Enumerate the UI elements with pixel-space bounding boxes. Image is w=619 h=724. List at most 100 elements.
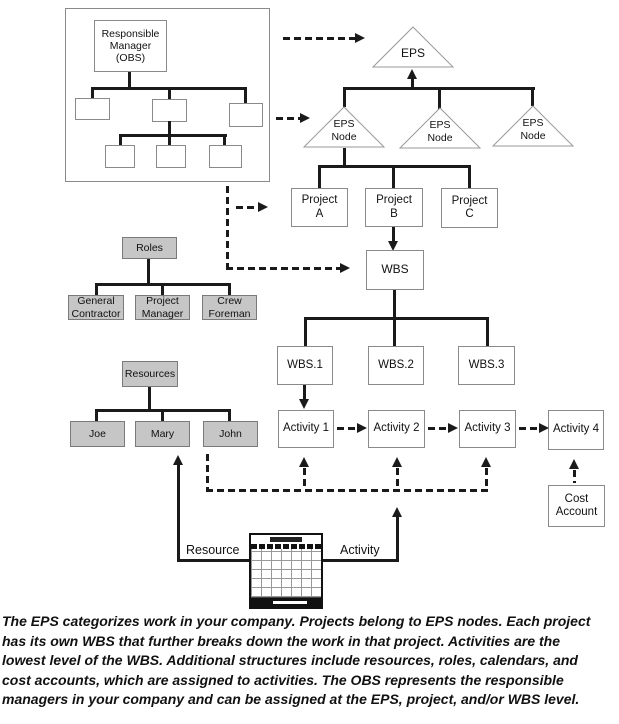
activity-2-box: Activity 2 — [368, 410, 425, 448]
obs-to-wbs-dashed-line — [226, 267, 340, 270]
calendar-grid — [251, 549, 321, 598]
arrowhead-up-icon — [299, 457, 309, 467]
project-manager-box: Project Manager — [135, 295, 190, 320]
obs-to-epsnode-dashed-line — [276, 117, 300, 120]
resource-flow-label: Resource — [186, 543, 240, 557]
eps-node-triangle — [491, 105, 575, 147]
activity-3-label: Activity 3 — [464, 422, 511, 435]
arrowhead-right-icon — [357, 423, 367, 433]
resource-mary-label: Mary — [150, 427, 175, 440]
arrowhead-down-icon — [299, 399, 309, 409]
roles-box: Roles — [122, 237, 177, 259]
cost-account-box: Cost Account — [548, 485, 605, 527]
obs-dashed-drop-line — [226, 186, 229, 270]
resource-john-box: John — [203, 421, 258, 447]
activity-flow-label: Activity — [340, 543, 380, 557]
wbs-box: WBS — [366, 250, 424, 290]
general-contractor-label: General Contractor — [71, 295, 121, 320]
obs-tree-line — [168, 121, 171, 135]
obs-node-box — [156, 145, 186, 168]
eps-node-triangle — [302, 106, 386, 148]
activity-4-label: Activity 4 — [552, 423, 599, 436]
wbs-tree-line — [486, 317, 489, 346]
wbs3-label: WBS.3 — [468, 358, 505, 371]
obs-tree-line — [244, 87, 247, 103]
project-a-label: Project A — [301, 194, 338, 220]
obs-to-project-dashed-line — [236, 206, 258, 209]
wbs-tree-line — [393, 317, 396, 346]
activity-sequence-dashed-line — [428, 427, 448, 430]
arrowhead-down-icon — [388, 241, 398, 251]
roles-tree-line — [95, 283, 98, 295]
activity-3-box: Activity 3 — [459, 410, 516, 448]
calendar-icon — [249, 533, 323, 609]
resource-assignment-dashed-line — [485, 468, 488, 489]
wbs1-box: WBS.1 — [277, 346, 333, 385]
wbs2-box: WBS.2 — [368, 346, 424, 385]
project-tree-line — [392, 165, 395, 188]
arrowhead-right-icon — [355, 33, 365, 43]
activity-4-box: Activity 4 — [548, 410, 604, 450]
project-a-box: Project A — [291, 188, 348, 227]
responsible-manager-label: Responsible Manager (OBS) — [101, 27, 160, 65]
resource-assignment-dashed-line — [206, 489, 488, 492]
project-tree-line — [318, 165, 321, 188]
cost-account-dashed-line — [573, 470, 576, 483]
wbs-tree-line — [393, 290, 396, 318]
roles-tree-line — [161, 283, 164, 295]
resource-flow-line — [177, 559, 249, 562]
caption-text: The EPS categorizes work in your company… — [2, 613, 591, 707]
resources-tree-line — [161, 409, 164, 421]
roles-tree-line — [147, 259, 150, 284]
arrowhead-up-icon — [481, 457, 491, 467]
arrowhead-up-icon — [173, 455, 183, 465]
arrowhead-up-icon — [407, 69, 417, 79]
roles-label: Roles — [136, 241, 163, 254]
resources-label: Resources — [124, 367, 176, 380]
obs-node-box — [209, 145, 242, 168]
project-b-label: Project B — [376, 194, 412, 220]
calendar-footer — [251, 598, 321, 607]
arrowhead-up-icon — [392, 457, 402, 467]
activity-sequence-dashed-line — [519, 427, 539, 430]
eps-node-label: EPS Node — [520, 116, 546, 142]
responsible-manager-box: Responsible Manager (OBS) — [94, 20, 167, 72]
eps-node-triangle — [398, 107, 482, 149]
activity-flow-line — [323, 559, 399, 562]
obs-tree-line — [223, 134, 226, 146]
eps-triangle — [371, 26, 455, 68]
activity-flow-line — [396, 516, 399, 562]
arrowhead-right-icon — [340, 263, 350, 273]
roles-tree-line — [228, 283, 231, 295]
eps-tree-line — [531, 87, 534, 106]
obs-tree-line — [91, 87, 94, 98]
resource-mary-box: Mary — [135, 421, 190, 447]
obs-tree-line — [168, 134, 171, 146]
resource-assignment-dashed-line — [396, 468, 399, 489]
wbs3-box: WBS.3 — [458, 346, 515, 385]
wbs-to-activity-line — [303, 385, 306, 400]
resource-flow-line — [177, 464, 180, 562]
obs-node-box — [229, 103, 263, 127]
crew-foreman-label: Crew Foreman — [208, 295, 251, 320]
eps-tree-line — [438, 87, 441, 109]
wbs-tree-line — [304, 317, 488, 320]
activity-1-box: Activity 1 — [278, 410, 334, 448]
project-c-box: Project C — [441, 188, 498, 228]
wbs1-label: WBS.1 — [287, 358, 323, 371]
calendar-day-header — [251, 544, 321, 549]
obs-tree-line — [119, 134, 122, 146]
arrowhead-right-icon — [300, 113, 310, 123]
general-contractor-box: General Contractor — [68, 295, 124, 320]
resources-tree-line — [148, 387, 151, 410]
resources-box: Resources — [122, 361, 178, 387]
obs-node-box — [75, 98, 110, 120]
obs-tree-line — [168, 87, 171, 99]
project-b-box: Project B — [365, 188, 423, 227]
resources-tree-line — [95, 409, 98, 421]
eps-label: EPS — [400, 45, 425, 60]
project-tree-line — [468, 165, 471, 188]
arrowhead-up-icon — [569, 459, 579, 469]
project-to-wbs-line — [392, 227, 395, 242]
